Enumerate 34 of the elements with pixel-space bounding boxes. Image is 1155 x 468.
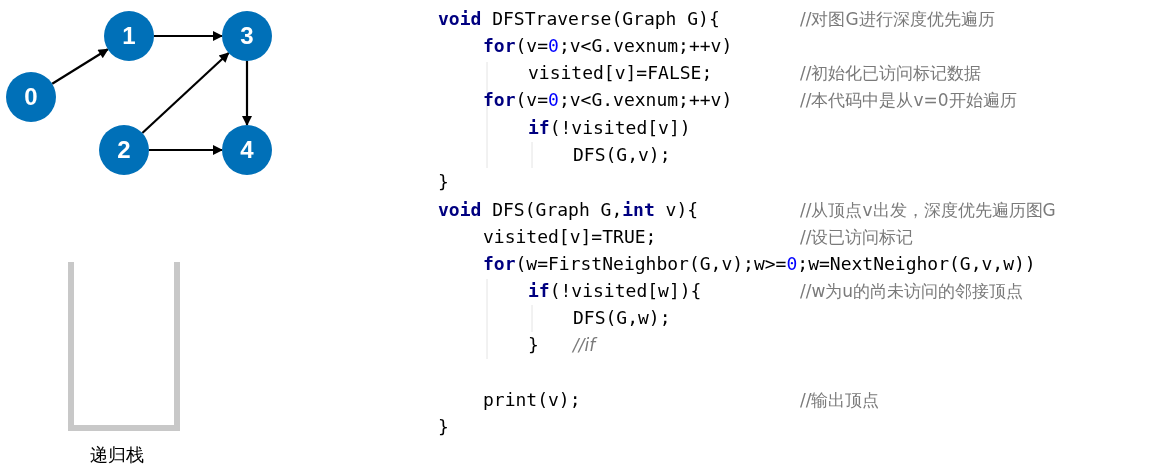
code-line: } xyxy=(438,416,449,438)
code-comment: //if xyxy=(573,334,596,356)
stack-caption: 递归栈 xyxy=(90,443,144,467)
code-line: void DFSTraverse(Graph G){ xyxy=(438,8,720,30)
code-line: print(v); xyxy=(483,389,581,411)
arrow xyxy=(154,31,223,41)
arrow xyxy=(242,61,252,126)
code-comment: //对图G进行深度优先遍历 xyxy=(800,8,995,30)
code-line: visited[v]=FALSE; xyxy=(528,62,713,84)
code-line: } xyxy=(438,171,449,193)
code-comment: //w为u的尚未访问的邻接顶点 xyxy=(800,280,1024,302)
code-comment: //从顶点v出发，深度优先遍历图G xyxy=(800,199,1056,221)
code-line: } xyxy=(528,334,539,356)
vertex-circle: 4 xyxy=(222,125,272,175)
code-comment: //输出顶点 xyxy=(800,389,880,411)
code-line: for(v=0;v<G.vexnum;++v) xyxy=(483,89,733,111)
code-comment: //本代码中是从v=0开始遍历 xyxy=(800,89,1017,111)
code-line: for(w=FirstNeighbor(G,v);w>=0;w=NextNeighor(G,v,w)) xyxy=(483,253,1036,275)
code-line: DFS(G,v); xyxy=(573,144,671,166)
code-line: if(!visited[w]){ xyxy=(528,280,702,302)
code-line: visited[v]=TRUE; xyxy=(483,226,657,248)
vertex-circle: 0 xyxy=(6,72,56,122)
code-line: for(v=0;v<G.vexnum;++v) xyxy=(483,35,733,57)
code-comment: //设已访问标记 xyxy=(800,226,914,248)
code-line: if(!visited[v]) xyxy=(528,117,691,139)
code-line: DFS(G,w); xyxy=(573,307,671,329)
arrow xyxy=(51,48,109,85)
vertex-circle: 2 xyxy=(99,125,149,175)
code-line: void DFS(Graph G,int v){ xyxy=(438,199,699,221)
code-comment: //初始化已访问标记数据 xyxy=(800,62,982,84)
arrow xyxy=(141,52,230,134)
vertex-circle: 3 xyxy=(222,11,272,61)
arrow xyxy=(149,145,223,155)
vertex-circle: 1 xyxy=(104,11,154,61)
